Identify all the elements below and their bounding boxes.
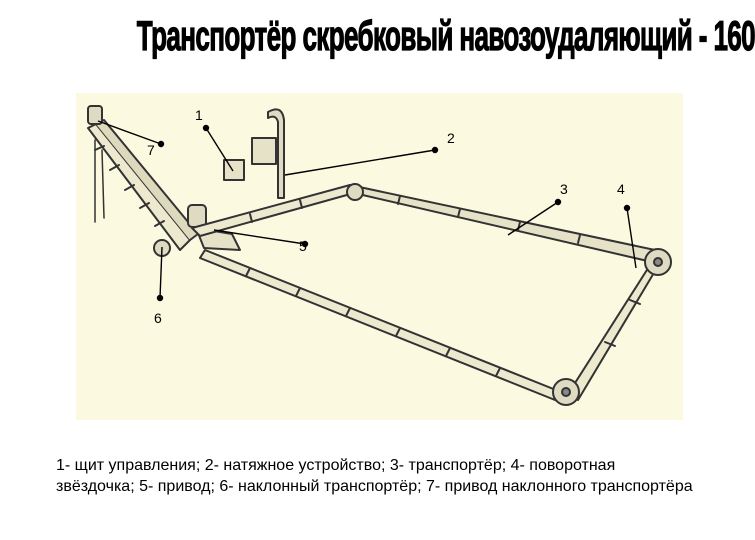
- callout-dot-7: [157, 140, 165, 148]
- caption: 1- щит управления; 2- натяжное устройств…: [56, 457, 693, 495]
- callout-dot-3: [554, 198, 562, 206]
- callout-dot-6: [156, 294, 164, 302]
- conveyor-bottom-run: [199, 249, 567, 403]
- tensioning-device-post: [267, 108, 285, 199]
- callout-dot-5: [301, 240, 309, 248]
- callout-2: 2: [447, 130, 455, 146]
- conveyor-right-run: [567, 255, 665, 401]
- callout-3: 3: [560, 181, 568, 197]
- control-panel: [223, 159, 245, 181]
- tensioning-device-box: [251, 137, 277, 165]
- callout-5: 5: [299, 238, 307, 254]
- callout-dot-1: [202, 124, 210, 132]
- corner-sprocket-top: [346, 183, 364, 201]
- inclined-drive-motor: [87, 105, 103, 125]
- callout-6: 6: [154, 310, 162, 326]
- main-drive-motor: [187, 204, 207, 228]
- conveyor-top-run: [191, 184, 355, 237]
- callout-dot-4: [623, 204, 631, 212]
- callout-7: 7: [147, 142, 155, 158]
- leader-lines: [97, 120, 637, 302]
- conveyor-drawing: [87, 105, 672, 406]
- diagram-panel: [76, 93, 683, 420]
- callout-dot-2: [431, 146, 439, 154]
- callout-4: 4: [617, 181, 625, 197]
- conveyor-diagram: 1 2 3 4 5 6 7: [87, 105, 672, 406]
- callout-1: 1: [195, 107, 203, 123]
